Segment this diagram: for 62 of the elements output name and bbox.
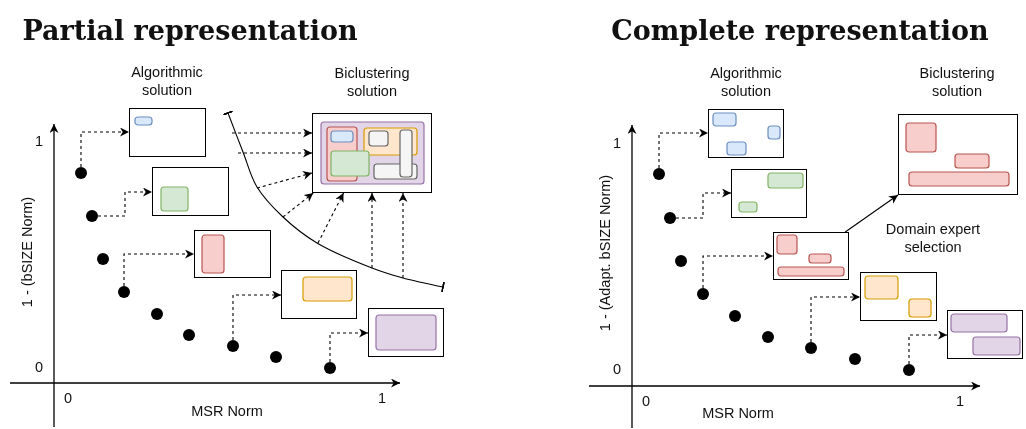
tick-label: 0 bbox=[641, 391, 651, 411]
solution-panel bbox=[129, 108, 206, 157]
data-point bbox=[270, 351, 282, 363]
data-point bbox=[729, 310, 741, 322]
tick-label: 1 bbox=[612, 133, 622, 153]
data-point bbox=[324, 362, 336, 374]
column-heading: Biclustering solution bbox=[333, 63, 411, 101]
data-point bbox=[97, 253, 109, 265]
solution-panel bbox=[194, 230, 271, 278]
tick-label: 1 bbox=[34, 131, 44, 151]
arrow bbox=[658, 128, 709, 169]
column-heading: Biclustering solution bbox=[918, 63, 996, 101]
data-point bbox=[805, 342, 817, 354]
data-point bbox=[653, 168, 665, 180]
solution-panel bbox=[898, 114, 1018, 195]
arrow bbox=[237, 148, 313, 158]
tick-label: 1 bbox=[955, 391, 965, 411]
data-point bbox=[118, 286, 130, 298]
tick-label: 1 bbox=[377, 388, 387, 408]
solution-panel bbox=[152, 167, 229, 216]
data-point bbox=[762, 331, 774, 343]
arrow bbox=[810, 292, 861, 343]
axis-title: MSR Norm bbox=[702, 403, 774, 423]
axis-title: 1 - (bSIZE Norm) bbox=[17, 196, 36, 308]
arrow bbox=[367, 192, 377, 269]
data-point bbox=[227, 340, 239, 352]
solution-panel bbox=[281, 270, 357, 319]
solution-panel bbox=[368, 308, 444, 357]
data-point bbox=[86, 210, 98, 222]
solution-panel bbox=[731, 169, 807, 218]
data-point bbox=[903, 364, 915, 376]
data-point bbox=[151, 308, 163, 320]
arrow bbox=[398, 192, 408, 279]
solution-panel bbox=[312, 113, 432, 193]
axis-title: MSR Norm bbox=[191, 401, 263, 421]
panel-title: Partial representation bbox=[22, 14, 358, 48]
data-point bbox=[664, 212, 676, 224]
arrow bbox=[97, 187, 153, 217]
data-point bbox=[183, 329, 195, 341]
axis-title: 1 - (Adapt. bSIZE Norm) bbox=[595, 174, 614, 332]
data-point bbox=[675, 255, 687, 267]
data-point bbox=[75, 167, 87, 179]
arrow bbox=[675, 188, 732, 219]
panel-title: Complete representation bbox=[611, 14, 989, 48]
arrow bbox=[256, 171, 313, 189]
arrow bbox=[80, 127, 130, 168]
arrow bbox=[317, 192, 345, 244]
arrow bbox=[123, 249, 195, 287]
arrow bbox=[329, 328, 369, 363]
data-point bbox=[849, 353, 861, 365]
column-heading: Algorithmic solution bbox=[709, 63, 783, 101]
data-point bbox=[697, 288, 709, 300]
tick-label: 0 bbox=[63, 388, 73, 408]
arrow bbox=[231, 128, 313, 138]
column-heading: Algorithmic solution bbox=[130, 62, 204, 100]
arrow bbox=[844, 194, 899, 233]
arrow bbox=[908, 330, 948, 365]
arrow bbox=[282, 192, 314, 218]
tick-label: 0 bbox=[34, 357, 44, 377]
tick-label: 0 bbox=[612, 359, 622, 379]
arrow bbox=[702, 251, 774, 289]
arrow bbox=[232, 290, 282, 341]
